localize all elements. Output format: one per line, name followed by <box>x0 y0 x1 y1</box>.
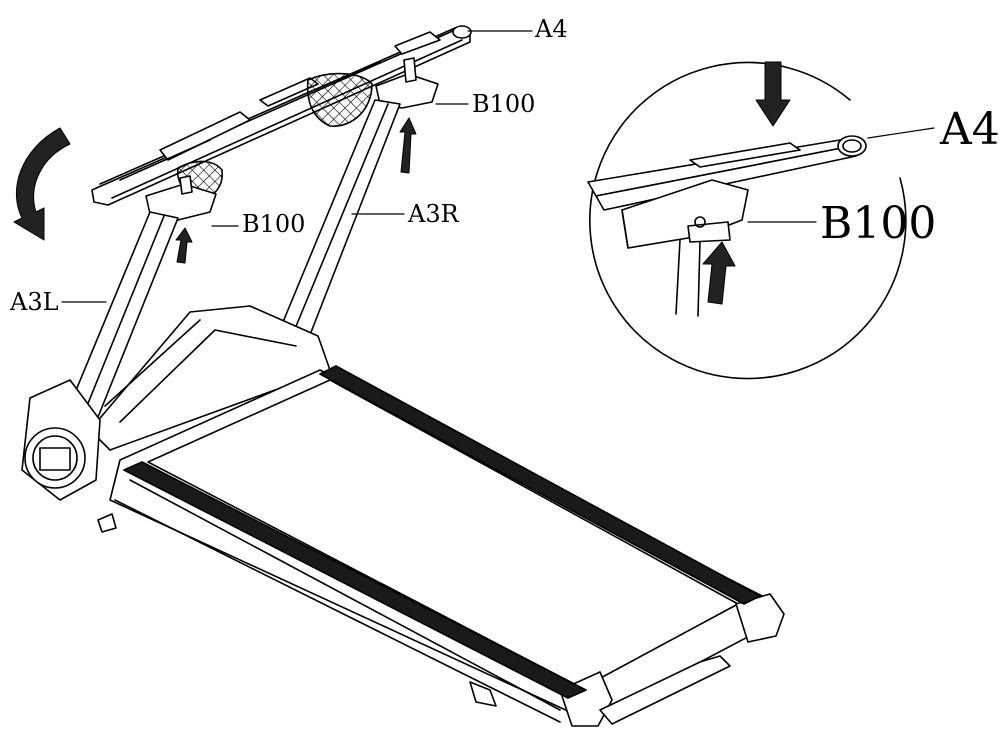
fold-rotation-arrow-icon <box>13 127 71 241</box>
push-up-arrow-icon <box>175 117 417 264</box>
treadmill-base <box>21 305 785 727</box>
label-a3l: A3L <box>10 288 59 316</box>
detail-label-a4: A4 <box>940 104 1000 155</box>
label-b100-right: B100 <box>472 90 536 118</box>
belt-side-rail <box>123 365 761 699</box>
label-b100-left: B100 <box>242 210 306 238</box>
detail-inset <box>587 61 907 380</box>
handlebar-console <box>91 25 472 206</box>
detail-label-b100: B100 <box>820 198 937 249</box>
press-down-arrow-icon <box>755 61 791 127</box>
label-a3r: A3R <box>408 200 459 228</box>
leader-lines <box>61 30 935 303</box>
bracket-b100-left <box>145 175 217 221</box>
label-a4: A4 <box>535 15 568 43</box>
push-up-arrow-icon <box>702 241 736 305</box>
